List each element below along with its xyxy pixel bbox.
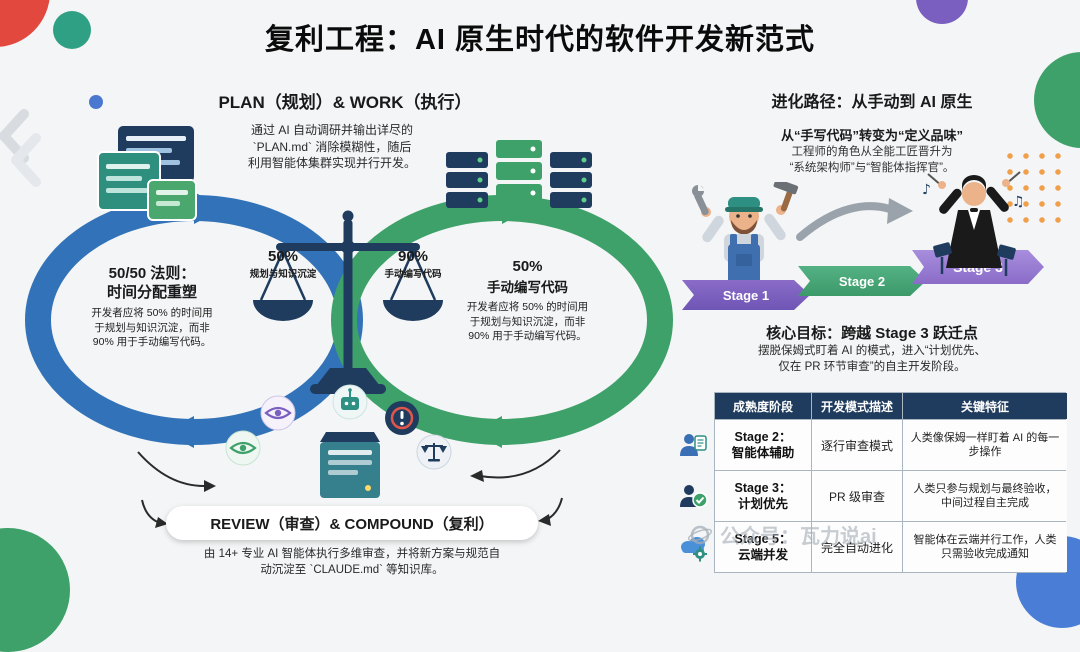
core-goal-heading: 核心目标：跨越 Stage 3 跃迁点: [766, 325, 978, 342]
knowledge-server-icon: [320, 432, 380, 498]
loop-right-body: 开发者应将 50% 的时间用 于规划与知识沉淀，而非 90% 用于手动编写代码。: [466, 301, 589, 342]
review-scale-icon: [416, 434, 452, 470]
review-description: 由 14+ 专业 AI 智能体执行多维审查，并将新方案与规范自 动沉淀至 `CL…: [203, 548, 501, 576]
craftsman-illustration: [692, 182, 799, 284]
music-stand-icon: [933, 242, 1016, 276]
wrench-icon: [692, 183, 709, 216]
decor-blue-dot: [89, 95, 103, 109]
scale-right-label-group: 90% 手动编写代码: [368, 248, 458, 280]
plan-first-icon: [680, 485, 708, 508]
decor-chevrons-icon: [0, 109, 41, 187]
decor-teal-circle: [53, 11, 91, 49]
scale-left-percent: 50%: [267, 248, 299, 265]
conductor-illustration: ♪ ♫: [922, 171, 1025, 276]
review-compound-badge: REVIEW（审查）& COMPOUND（复利）: [166, 506, 538, 540]
watermark: 公众号：瓦力说ai: [688, 520, 877, 549]
loop-left-text: 50/50 法则： 时间分配重塑 开发者应将 50% 的时间用 于规划与知识沉淀…: [60, 264, 244, 350]
table-row-stage5-feature: 智能体在云端并行工作，人类只需验收完成通知: [903, 522, 1067, 572]
table-row-stage5-stage: Stage 5： 云端并发: [715, 522, 811, 572]
table-row-stage3-feature: 人类只参与规划与最终验收，中间过程自主完成: [903, 471, 1067, 521]
review-eye-green-icon: [225, 430, 261, 466]
table-row-stage2-mode: 逐行审查模式: [812, 420, 902, 470]
table-row-stage3-mode: PR 级审查: [812, 471, 902, 521]
loop-right-heading: 手动编写代码: [487, 280, 568, 295]
scale-right-label: 手动编写代码: [384, 269, 442, 280]
work-servers-icon: [446, 140, 592, 208]
evolution-heading: 进化路径：从手动到 AI 原生: [771, 94, 973, 111]
table-row-stage3-stage: Stage 3： 计划优先: [715, 471, 811, 521]
maturity-table: 成熟度阶段 开发模式描述 关键特征 Stage 2： 智能体辅助 逐行审查模式 …: [714, 392, 1067, 573]
table-row-stage5-mode: 完全自动进化: [812, 522, 902, 572]
plan-windows-icon: [97, 126, 197, 221]
plan-work-heading: PLAN（规划）& WORK（执行）: [218, 93, 472, 112]
svg-text:♫: ♫: [1012, 194, 1025, 210]
review-eye-purple-icon: [260, 395, 296, 431]
stage-1-label: Stage 1: [722, 287, 770, 303]
scale-left-label-group: 50% 规划与知识沉淀: [238, 248, 328, 280]
loop-right-text: 50% 手动编写代码 开发者应将 50% 的时间用 于规划与知识沉淀，而非 90…: [450, 258, 605, 344]
scale-left-label: 规划与知识沉淀: [249, 269, 317, 280]
review-alert-icon: [385, 401, 419, 435]
table-header-feature: 关键特征: [903, 393, 1067, 419]
loop-left-body: 开发者应将 50% 的时间用 于规划与知识沉淀，而非 90% 用于手动编写代码。: [91, 307, 213, 348]
evolution-body: 工程师的角色从全能工匠晋升为 “系统架构师”与“智能体指挥官”。: [789, 146, 955, 174]
evolution-lead: 从“手写代码”转变为“定义品味”: [780, 128, 963, 143]
watermark-text: 公众号：瓦力说ai: [720, 526, 877, 548]
svg-text:♪: ♪: [922, 182, 931, 198]
review-robot-icon: [332, 384, 368, 420]
infinity-loop-diagram: [25, 126, 673, 528]
agent-assist-icon: [680, 434, 707, 456]
table-row-stage2-feature: 人类像保姆一样盯着 AI 的每一步操作: [903, 420, 1067, 470]
watermark-logo-icon: [688, 525, 712, 544]
table-header-mode: 开发模式描述: [812, 393, 902, 419]
page-title: 复利工程：AI 原生时代的软件开发新范式: [264, 24, 816, 56]
transition-arrow-icon: [796, 198, 913, 241]
decor-orange-dots: [1002, 148, 1066, 224]
hammer-icon: [773, 182, 799, 212]
loop-right-percent: 50%: [512, 258, 543, 275]
table-header-stage: 成熟度阶段: [715, 393, 811, 419]
stage-1-arrow: Stage 1: [682, 280, 810, 310]
stage-2-label: Stage 2: [838, 273, 886, 289]
table-row-stage2-stage: Stage 2： 智能体辅助: [715, 420, 811, 470]
plan-work-description: 通过 AI 自动调研并输出详尽的 `PLAN.md` 消除模糊性，随后 利用智能…: [247, 123, 416, 170]
stage-2-arrow: Stage 2: [798, 266, 926, 296]
loop-left-heading: 50/50 法则： 时间分配重塑: [106, 265, 197, 301]
scale-right-percent: 90%: [397, 248, 429, 265]
core-goal-body: 摆脱保姆式盯着 AI 的模式，进入“计划优先、 仅在 PR 环节审查”的自主开发…: [757, 345, 987, 373]
